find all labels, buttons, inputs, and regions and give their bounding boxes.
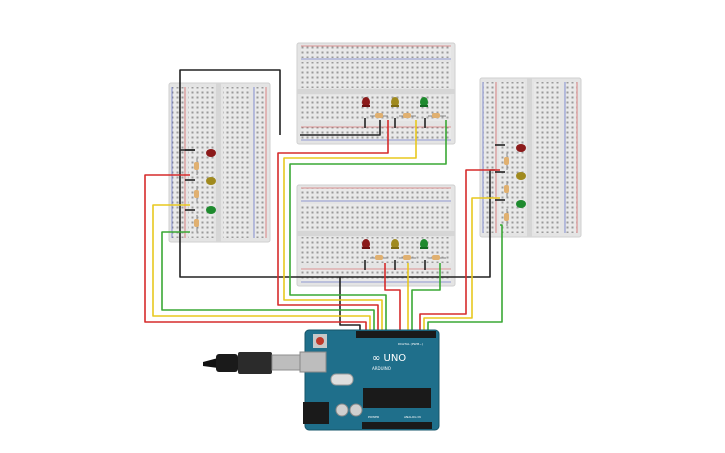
power-label: POWER <box>368 415 379 419</box>
led-red[interactable] <box>362 97 370 107</box>
wire-red-mid[interactable] <box>384 263 401 333</box>
wire-black-top-bb[interactable] <box>300 120 381 136</box>
traffic-light-top <box>362 97 446 118</box>
wire-green-top[interactable] <box>289 120 447 333</box>
wire-green-mid[interactable] <box>411 263 441 333</box>
wire-green-left[interactable] <box>161 231 375 333</box>
resistor[interactable] <box>504 209 509 226</box>
wire-red-top[interactable] <box>277 120 389 333</box>
resistor[interactable] <box>194 186 199 203</box>
usb-cable[interactable] <box>203 352 303 374</box>
arduino-logo-text: ∞ UNO <box>372 353 406 364</box>
resistor[interactable] <box>504 153 509 170</box>
wires <box>144 69 505 333</box>
resistor[interactable] <box>399 113 416 118</box>
traffic-light-right <box>504 144 526 226</box>
led-yellow[interactable] <box>391 97 399 107</box>
led-yellow[interactable] <box>516 172 526 180</box>
microcontroller-chip <box>363 388 431 408</box>
breadboard-top-center[interactable] <box>296 42 456 145</box>
breadboard-middle-center[interactable] <box>296 184 456 287</box>
analog-label: ANALOG IN <box>404 415 421 419</box>
usb-port <box>299 351 327 373</box>
resistor[interactable] <box>504 181 509 198</box>
resistor[interactable] <box>399 255 416 260</box>
led-green[interactable] <box>516 200 526 208</box>
resistor[interactable] <box>428 255 446 260</box>
wire-green-right[interactable] <box>427 224 503 333</box>
led-red[interactable] <box>206 149 216 157</box>
led-green[interactable] <box>420 239 428 249</box>
led-yellow[interactable] <box>206 177 216 185</box>
resistor[interactable] <box>194 215 199 232</box>
resistor[interactable] <box>370 255 388 260</box>
arduino-uno-board[interactable]: ∞ UNO ARDUINO DIGITAL (PWM~) POWER ANALO… <box>299 329 440 431</box>
traffic-light-middle <box>362 239 446 260</box>
wire-yellow-top[interactable] <box>283 120 417 333</box>
resistor[interactable] <box>370 113 388 118</box>
led-red[interactable] <box>516 144 526 152</box>
wire-yellow-right[interactable] <box>423 197 500 333</box>
breadboard-left[interactable] <box>168 82 271 243</box>
led-yellow[interactable] <box>391 239 399 249</box>
wire-red-left[interactable] <box>144 174 367 333</box>
arduino-brand-text: ARDUINO <box>372 366 391 371</box>
led-red[interactable] <box>362 239 370 249</box>
led-green[interactable] <box>206 206 216 214</box>
wire-red-right[interactable] <box>419 169 500 333</box>
resistor[interactable] <box>428 113 446 118</box>
resistor[interactable] <box>194 158 199 175</box>
reset-button[interactable] <box>313 334 327 348</box>
digital-label: DIGITAL (PWM~) <box>398 342 423 346</box>
led-green[interactable] <box>420 97 428 107</box>
power-jack <box>303 402 329 424</box>
wire-yellow-left[interactable] <box>152 204 371 333</box>
traffic-light-left <box>194 149 216 232</box>
wire-black-main[interactable] <box>179 150 361 333</box>
breadboard-right[interactable] <box>479 77 582 238</box>
